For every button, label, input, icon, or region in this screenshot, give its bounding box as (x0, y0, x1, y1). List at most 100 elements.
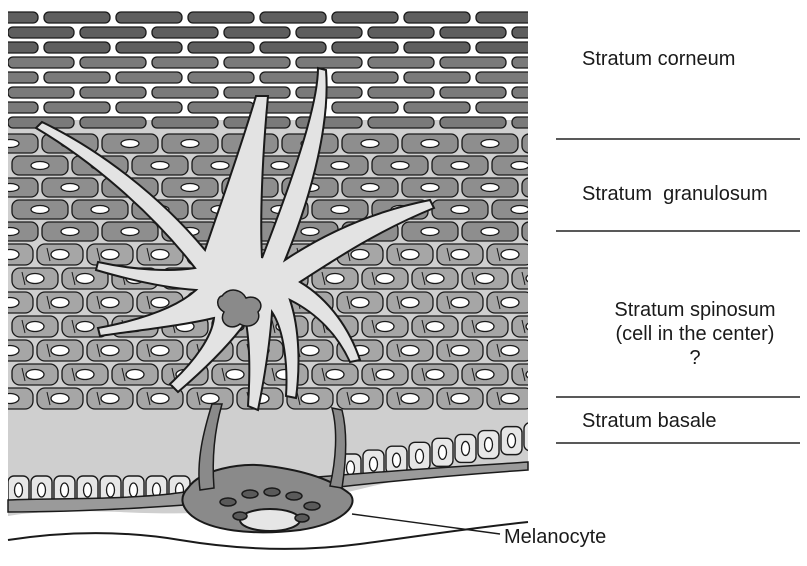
corneum-cell (0, 102, 38, 113)
spinosum-line-2: (cell in the center) (590, 322, 800, 346)
label-stratum-spinosum: Stratum spinosum (cell in the center) ? (590, 298, 800, 370)
corneum-cell (224, 27, 290, 38)
cell-nucleus (61, 483, 69, 497)
spinosum-line-1: Stratum spinosum (590, 298, 800, 322)
corneum-cell (260, 12, 326, 23)
spinosum-cell (537, 244, 583, 265)
cell-nucleus (451, 250, 469, 260)
corneum-cell (332, 102, 398, 113)
cell-nucleus (511, 206, 529, 214)
cell-nucleus (541, 140, 559, 148)
corneum-cell (368, 87, 434, 98)
cell-nucleus (51, 394, 69, 404)
cell-nucleus (26, 370, 44, 380)
cell-nucleus (1, 184, 19, 192)
corneum-cell (404, 102, 470, 113)
cell-nucleus (476, 370, 494, 380)
corneum-cell (440, 27, 506, 38)
corneum-cell (476, 102, 542, 113)
cell-nucleus (370, 457, 378, 471)
cell-nucleus (421, 228, 439, 236)
cell-nucleus (51, 298, 69, 308)
cell-nucleus (76, 370, 94, 380)
cell-nucleus (101, 250, 119, 260)
cell-nucleus (31, 162, 49, 170)
spinosum-line-3: ? (590, 346, 800, 370)
spinosum-cell (537, 340, 583, 361)
cell-nucleus (130, 483, 138, 497)
cell-nucleus (347, 461, 355, 475)
corneum-cell (152, 87, 218, 98)
granulosum-cell (522, 178, 578, 197)
corneum-cell (224, 57, 290, 68)
corneum-cell (440, 87, 506, 98)
cell-nucleus (151, 250, 169, 260)
cell-nucleus (401, 250, 419, 260)
cell-nucleus (26, 322, 44, 332)
cell-nucleus (211, 162, 229, 170)
spinosum-cell (512, 268, 558, 289)
cell-nucleus (439, 445, 447, 459)
cell-nucleus (26, 274, 44, 284)
cell-nucleus (426, 370, 444, 380)
corneum-cell (296, 27, 362, 38)
corneum-cell (188, 102, 254, 113)
cell-nucleus (551, 394, 569, 404)
cell-nucleus (51, 346, 69, 356)
cell-nucleus (481, 228, 499, 236)
corneum-cell (80, 87, 146, 98)
cell-nucleus (421, 184, 439, 192)
spinosum-cell (512, 364, 558, 385)
corneum-cell (188, 72, 254, 83)
cell-nucleus (51, 250, 69, 260)
corneum-cell (44, 42, 110, 53)
cell-nucleus (401, 394, 419, 404)
cell-nucleus (101, 394, 119, 404)
cell-nucleus (1, 228, 19, 236)
corneum-cell (512, 87, 578, 98)
cell-nucleus (1, 394, 19, 404)
cell-nucleus (121, 228, 139, 236)
cell-nucleus (391, 162, 409, 170)
corneum-cell (0, 72, 38, 83)
cell-nucleus (38, 483, 46, 497)
cell-nucleus (485, 438, 493, 452)
cell-nucleus (76, 274, 94, 284)
corneum-cell (476, 72, 542, 83)
cell-nucleus (421, 140, 439, 148)
spinosum-cell (512, 316, 558, 337)
corneum-cell (512, 27, 578, 38)
cell-nucleus (331, 162, 349, 170)
cell-nucleus (508, 434, 516, 448)
cell-nucleus (376, 274, 394, 284)
corneum-cell (440, 117, 506, 128)
cell-nucleus (501, 250, 519, 260)
corneum-cell (512, 117, 578, 128)
corneum-cell (368, 117, 434, 128)
cell-nucleus (61, 184, 79, 192)
corneum-cell (368, 27, 434, 38)
label-melanocyte: Melanocyte (504, 525, 606, 549)
cell-nucleus (376, 322, 394, 332)
corneum-cell (440, 57, 506, 68)
cell-nucleus (181, 140, 199, 148)
corneum-cell (476, 42, 542, 53)
cell-nucleus (401, 298, 419, 308)
cell-nucleus (121, 140, 139, 148)
desmosome-spine (547, 392, 550, 405)
cell-nucleus (151, 346, 169, 356)
cell-nucleus (181, 184, 199, 192)
cell-nucleus (361, 184, 379, 192)
basal-cell (524, 423, 545, 451)
corneum-cell (8, 87, 74, 98)
corneum-cell (296, 117, 362, 128)
cell-nucleus (326, 274, 344, 284)
corneum-cell (116, 72, 182, 83)
cell-nucleus (361, 140, 379, 148)
desmosome-spine (547, 296, 550, 309)
corneum-cell (116, 102, 182, 113)
desmosome-spine (547, 344, 550, 357)
corneum-cell (260, 42, 326, 53)
cell-nucleus (476, 322, 494, 332)
cell-nucleus (462, 441, 470, 455)
